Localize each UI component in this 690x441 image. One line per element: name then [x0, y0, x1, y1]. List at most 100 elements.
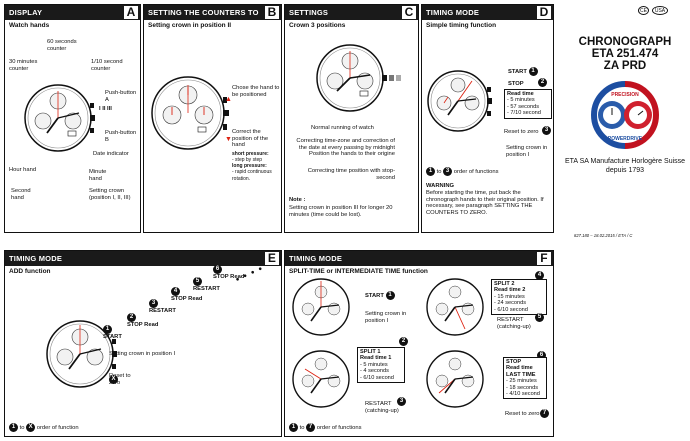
order-functions: 1 to X order of function: [9, 423, 79, 432]
brand-title-2: ETA 251.474: [591, 48, 659, 60]
panel-subtitle: ADD function: [9, 268, 51, 275]
label-hour-hand: Hour hand: [9, 167, 37, 173]
step-3-icon: 3: [149, 299, 158, 308]
read-1-seconds: - 4 seconds: [360, 368, 389, 375]
watch-diagram: [427, 70, 492, 132]
label-60-seconds: 60 seconds counter: [47, 39, 77, 52]
warning-text: Before starting the time, put back the c…: [426, 190, 544, 216]
stop-title: STOP: [506, 359, 522, 365]
eta-logo: PRECISION POWERDRIVE: [591, 81, 659, 149]
position-marks: I II III: [99, 106, 112, 112]
label-start: START 1: [365, 291, 395, 300]
read-3-minutes: - 25 minutes: [506, 378, 537, 385]
step-6-icon: 6: [537, 351, 546, 360]
watch-diagram: [46, 320, 117, 388]
label-30-minutes: 30 minutes counter: [9, 59, 38, 72]
label-second-hand: Second hand: [11, 188, 31, 201]
label-start: START 1: [508, 67, 538, 76]
order-end-icon: X: [26, 423, 36, 432]
panel-subtitle: Setting crown in position II: [148, 22, 232, 29]
read-seconds: - 57 seconds: [507, 103, 540, 110]
brand-column: CE USA CHRONOGRAPH ETA 251.474 ZA PRD PR…: [560, 0, 690, 441]
panel-letter: D: [537, 6, 551, 19]
step-2-icon: 2: [399, 337, 408, 346]
read-1-tenths: - 6/10 second: [360, 374, 394, 381]
read-time-box: Read time - 5 minutes - 57 seconds - 7/1…: [504, 89, 552, 119]
read-time-1: Read time 1: [360, 355, 392, 362]
note-title: Note :: [289, 197, 306, 203]
label-correcting-timezone: Correcting time-zone and correction of t…: [296, 138, 395, 158]
watch-diagram: [151, 76, 229, 150]
panel-letter: A: [124, 6, 138, 19]
label-step: - step by step: [232, 157, 263, 163]
brand-title-3: ZA PRD: [603, 60, 647, 72]
step-1-icon: 1: [528, 67, 538, 76]
label-minute-hand: Minute hand: [89, 169, 107, 182]
label-setting-crown: Setting crown (position I, II, III): [89, 188, 131, 201]
label-rapid: - rapid continuous rotation.: [232, 169, 272, 182]
read-minutes: - 5 minutes: [507, 97, 535, 104]
step-6-icon: 6: [213, 265, 222, 274]
step-x-icon: X: [109, 375, 118, 384]
order-start-icon: 1: [289, 423, 298, 432]
label-correcting-stop: Correcting time position with stop-secon…: [307, 168, 395, 181]
step-2-icon: 2: [127, 313, 136, 322]
company-name: ETA SA Manufacture Horlogère Suisse: [564, 158, 686, 165]
read-2-seconds: - 24 seconds: [494, 300, 527, 307]
stop-box: STOP Read time LAST TIME - 25 minutes - …: [503, 357, 547, 400]
watch-diagram: [316, 44, 401, 112]
logo-text-bottom: POWERDRIVE: [608, 136, 643, 142]
document-reference: 827.180 – 18.02.2015 / ETA / C: [574, 233, 633, 238]
red-arrow-down-icon: ▼: [225, 136, 232, 143]
label-pushbutton-a: Push-button A: [105, 90, 137, 103]
company-since: depuis 1793: [605, 167, 645, 174]
label-stop: STOP: [508, 81, 524, 87]
step-3-icon: 3: [397, 397, 406, 406]
step-1-icon: 1: [103, 325, 112, 334]
panel-subtitle: Crown 3 positions: [289, 22, 346, 29]
read-tenths: - 7/10 second: [507, 110, 541, 117]
watch-diagram-4: [426, 350, 484, 408]
label-date: Date indicator: [93, 151, 129, 157]
note-text: Setting crown in position III for longer…: [289, 205, 393, 218]
step-1-icon: 1: [385, 291, 395, 300]
panel-letter: C: [402, 6, 416, 19]
read-time-last: Read time LAST TIME: [506, 365, 536, 378]
read-time-2: Read time 2: [494, 287, 526, 294]
panel-letter: E: [265, 252, 279, 265]
label-crown-position: Setting crown in position I: [506, 145, 548, 158]
order-end-icon: 3: [443, 167, 453, 176]
label-choose-hand: Chose the hand to be positioned: [232, 85, 280, 98]
read-1-minutes: - 5 minutes: [360, 361, 388, 368]
step-2-icon: 2: [538, 78, 547, 87]
label-correct-hand: Correct the position of the hand: [232, 129, 269, 149]
split-1-title: SPLIT 1: [360, 349, 381, 355]
label-long-pressure: long pressure:: [232, 163, 267, 169]
step-5-icon: 5: [535, 313, 544, 322]
label-reset-zero: Reset to zero: [505, 411, 540, 417]
logo-text-top: PRECISION: [611, 92, 639, 98]
label-crown-position: Setting crown in position I: [109, 351, 176, 357]
step-5-icon: 5: [193, 277, 202, 286]
step-7-icon: 7: [540, 409, 549, 418]
usa-logo: USA: [652, 6, 668, 15]
order-end-icon: 7: [306, 423, 316, 432]
split-2-title: SPLIT 2: [494, 281, 515, 287]
panel-letter: B: [265, 6, 279, 19]
panel-subtitle: SPLIT-TIME or INTERMEDIATE TIME function: [289, 268, 428, 275]
split-2-box: SPLIT 2 Read time 2 - 15 minutes - 24 se…: [491, 279, 547, 316]
order-start-icon: 1: [9, 423, 18, 432]
label-tenth-second: 1/10 second counter: [91, 59, 123, 72]
